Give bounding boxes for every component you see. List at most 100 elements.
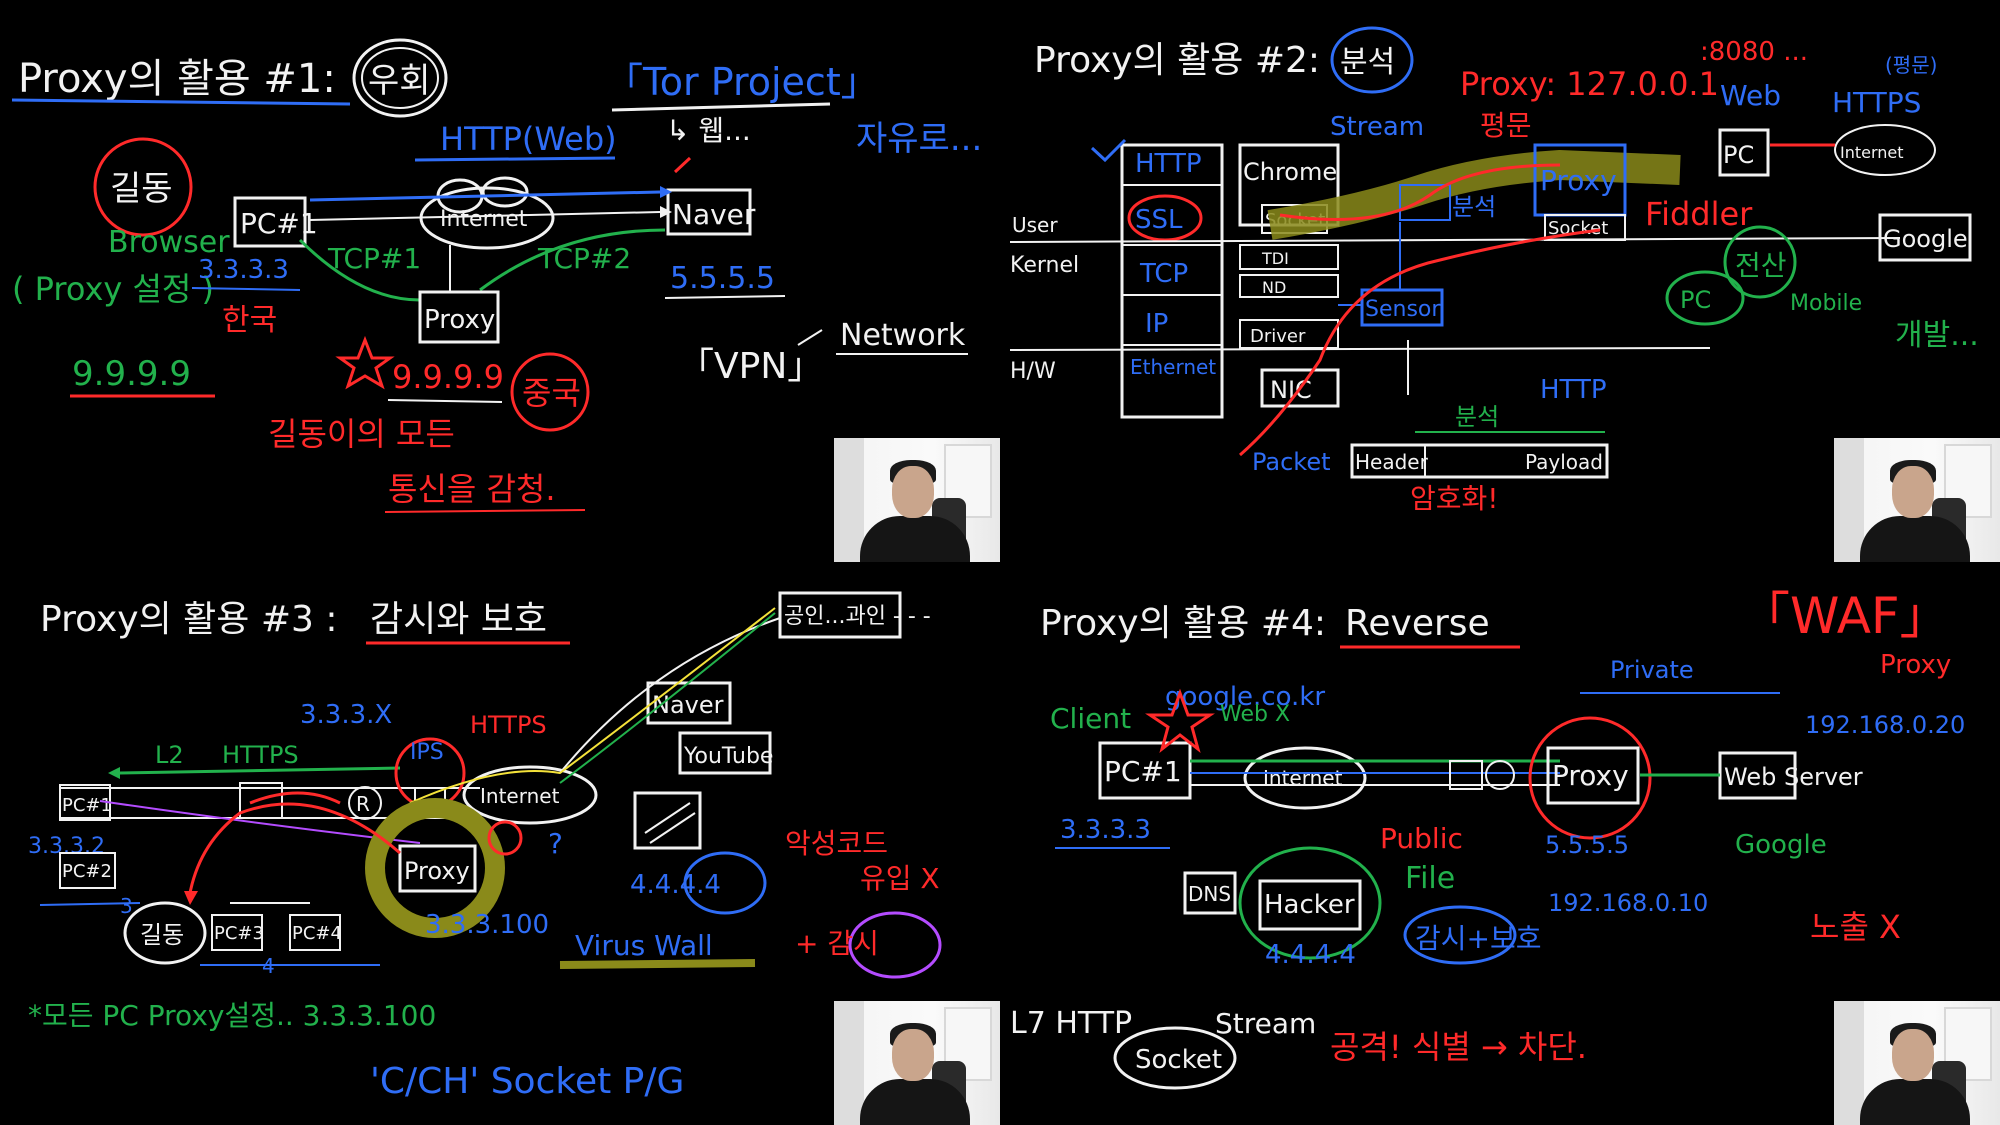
q1-internet: Internet (440, 207, 528, 232)
q2-ethernet: Ethernet (1130, 355, 1216, 379)
q2-google: Google (1883, 225, 1968, 253)
q4-proxy: Proxy (1552, 759, 1629, 792)
q2-encryption: 암호화! (1410, 482, 1499, 515)
q1-browser: Browser (108, 225, 230, 260)
whiteboard-canvas-q3: Proxy의 활용 #3 : 감시와 보호 공인...과인 - - - 3.3.… (28, 591, 942, 1102)
q4-waf: 「WAF」 (1740, 587, 1950, 645)
q1-http-web: HTTP(Web) (440, 120, 617, 158)
whiteboard-canvas-q1: Proxy의 활용 #1: 우회 「Tor Project」 ↳ 웹... 자유… (11, 38, 982, 513)
q3-gildong: 길동 (140, 921, 184, 949)
q2-kernel: Kernel (1010, 253, 1079, 278)
q4-dns: DNS (1188, 882, 1231, 906)
q2-sensor: Sensor (1365, 297, 1441, 322)
q4-webcam-overlay (1834, 1001, 2000, 1125)
q3-internet: Internet (480, 784, 560, 808)
q4-public-ip: 5.5.5.5 (1545, 831, 1629, 859)
q3-viruswall: Virus Wall (575, 929, 713, 962)
q2-https-note: (평문) (1885, 53, 1937, 77)
q4-hacker: Hacker (1264, 890, 1355, 920)
q3-naver: Naver (652, 691, 724, 719)
q4-ip-server: 192.168.0.20 (1805, 711, 1965, 739)
q2-internet: Internet (1840, 143, 1904, 162)
q1-freedom: 자유로... (856, 119, 982, 159)
q3-title-tag: 감시와 보호 (370, 599, 547, 640)
q2-title-tag: 분석 (1340, 45, 1395, 80)
q1-note2: 통신을 감청. (388, 470, 556, 508)
q3-gongin: 공인...과인 - - - (784, 604, 931, 629)
q1-gildong: 길동 (110, 169, 173, 209)
q3-n3: 3 (120, 894, 133, 918)
q4-file: File (1405, 861, 1455, 896)
q2-proxy: Proxy (1540, 164, 1617, 197)
q1-proxy-ip-mid: 9.9.9.9 (392, 358, 504, 396)
q4-web-server: Web Server (1724, 763, 1863, 791)
q2-stream: Stream (1330, 112, 1424, 142)
q2-plaintext: 평문 (1480, 109, 1532, 142)
q2-ndis: ND (1262, 278, 1286, 297)
q1-network: Network (840, 318, 966, 353)
q4-public: Public (1380, 822, 1463, 855)
q2-mobile: Mobile (1790, 291, 1862, 316)
q1-pc1-ip: 3.3.3.3 (198, 255, 289, 285)
q3-question: ? (548, 827, 563, 860)
q4-socket: Socket (1135, 1045, 1222, 1075)
q1-china: 중국 (522, 374, 581, 412)
q2-ssl: SSL (1135, 205, 1183, 235)
q2-tcp: TCP (1139, 259, 1188, 289)
q2-packet: Packet (1252, 448, 1331, 476)
q2-ip: IP (1145, 309, 1168, 339)
q3-ip4: 4.4.4.4 (630, 870, 721, 900)
q2-fiddler: Fiddler (1645, 195, 1753, 233)
q3-youtube: YouTube (683, 744, 773, 769)
q4-client: Client (1050, 702, 1131, 735)
whiteboard-canvas-q2: Proxy의 활용 #2: 분석 Proxy: 127.0.0.1 :8080 … (1009, 26, 1979, 515)
q3-pc1: PC#1 (62, 795, 112, 816)
q3-https: HTTPS (222, 741, 299, 769)
q1-webcam-overlay (834, 438, 1000, 562)
q2-pc-mobile: PC (1680, 286, 1711, 314)
q4-ip-proxy: 192.168.0.10 (1548, 889, 1708, 917)
q2-jeonsan: 전산 (1735, 249, 1787, 282)
q1-tor-project: 「Tor Project」 (605, 60, 879, 104)
q4-google-url: google.co.kr (1165, 682, 1325, 712)
q1-proxy-ip-left: 9.9.9.9 (72, 354, 191, 394)
q4-title: Proxy의 활용 #4: (1040, 603, 1326, 644)
q2-pc: PC (1723, 141, 1754, 169)
q1-hanguk: 한국 (222, 303, 277, 338)
whiteboard-q2: Proxy의 활용 #2: 분석 Proxy: 127.0.0.1 :8080 … (1000, 0, 2000, 562)
q3-pc2: PC#2 (62, 861, 112, 882)
q3-r: R (356, 792, 370, 816)
q2-hw: H/W (1010, 359, 1056, 384)
q3-title: Proxy의 활용 #3 : (40, 599, 338, 640)
q3-proxy: Proxy (404, 857, 470, 885)
q3-https2: HTTPS (470, 711, 547, 739)
whiteboard-q3: Proxy의 활용 #3 : 감시와 보호 공인...과인 - - - 3.3.… (0, 563, 1000, 1125)
q1-title-tag: 우회 (368, 61, 431, 101)
q1-naver: Naver (672, 198, 756, 231)
q3-proxy-ip: 3.3.3.100 (425, 910, 549, 940)
q2-http2: HTTP (1540, 375, 1607, 405)
q4-expose: 노출 X (1810, 908, 1901, 946)
q2-port: :8080 ... (1700, 37, 1808, 67)
whiteboard-canvas-q4: Proxy의 활용 #4: Reverse 「WAF」 Proxy Privat… (1010, 587, 1965, 1090)
q4-l7: L7 HTTP (1010, 1006, 1132, 1041)
q3-ip-x: 3.3.3.X (300, 700, 392, 730)
q4-google: Google (1735, 830, 1827, 860)
q3-bottom: 'C/CH' Socket P/G (370, 1061, 684, 1102)
q4-private: Private (1610, 656, 1694, 684)
q3-inflow: 유입 X (860, 862, 940, 895)
q2-web: Web (1720, 79, 1781, 112)
q1-tcp2: TCP#2 (537, 242, 631, 275)
q1-naver-ip: 5.5.5.5 (670, 261, 775, 296)
q1-title: Proxy의 활용 #1: (18, 56, 336, 102)
q2-payload: Payload (1525, 450, 1603, 474)
q1-proxy: Proxy (424, 305, 495, 335)
whiteboard-q1: Proxy의 활용 #1: 우회 「Tor Project」 ↳ 웹... 자유… (0, 0, 1000, 562)
q2-webcam-overlay (1834, 438, 2000, 562)
q4-pc1-ip: 3.3.3.3 (1060, 815, 1151, 845)
q2-chrome: Chrome (1243, 158, 1337, 186)
q4-internet: Internet (1263, 766, 1343, 790)
q2-analysis2: 분석 (1455, 403, 1499, 431)
q3-l2: L2 (155, 741, 184, 769)
q2-tdi: TDI (1261, 249, 1289, 268)
